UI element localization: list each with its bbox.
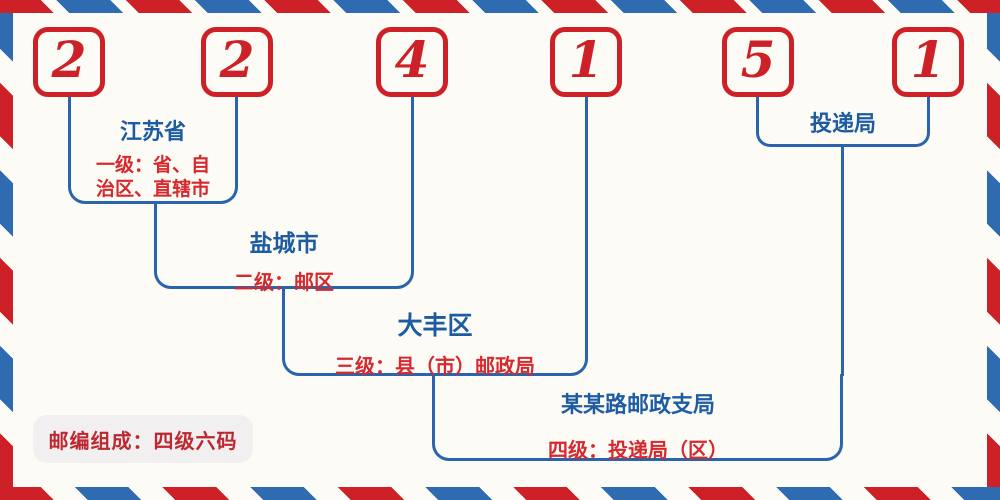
drop-line-digit3 [411, 97, 414, 204]
airmail-border-top [0, 0, 1000, 13]
postal-digit-5: 5 [740, 30, 776, 89]
label-level4-name: 某某路邮政支局 [560, 392, 715, 417]
label-level4-desc: 四级：投递局（区） [548, 440, 728, 462]
postal-digit-2: 2 [219, 30, 255, 89]
label-level1-name: 江苏省 [119, 119, 187, 144]
label-level2-name: 盐城市 [249, 230, 319, 256]
label-level3-name: 大丰区 [397, 312, 473, 340]
digit-box-1: 2 [33, 27, 105, 97]
airmail-border-bottom [0, 487, 1000, 500]
label-level1: 江苏省 一级：省、自 治区、直辖市 [96, 114, 210, 202]
label-level2-desc: 二级：邮区 [234, 272, 334, 294]
drop-line-digit4 [585, 97, 588, 289]
label-level1-desc-line2: 治区、直辖市 [95, 179, 211, 200]
digit-box-2: 2 [201, 27, 273, 97]
label-delivery-name: 投递局 [809, 111, 877, 136]
airmail-border-left [0, 13, 13, 487]
postal-digit-1: 2 [51, 30, 87, 89]
footer-note: 邮编组成：四级六码 [48, 430, 238, 453]
drop-line-delivery [841, 145, 844, 376]
digit-box-3: 4 [376, 27, 448, 97]
postal-digit-3: 4 [394, 30, 430, 89]
digit-box-4: 1 [550, 27, 622, 97]
label-delivery: 投递局 [810, 106, 876, 138]
footer-badge: 邮编组成：四级六码 [33, 415, 253, 463]
airmail-border-right [987, 13, 1000, 487]
label-level1-desc-line1: 一级：省、自 [95, 155, 211, 176]
label-level3: 大丰区 三级：县（市）邮政局 [335, 306, 535, 379]
postal-digit-6: 1 [910, 30, 946, 89]
bracket-level4 [432, 374, 843, 461]
postal-digit-4: 1 [568, 30, 604, 89]
label-level2: 盐城市 二级：邮区 [234, 224, 334, 295]
label-level3-desc: 三级：县（市）邮政局 [335, 356, 535, 378]
digit-box-6: 1 [892, 27, 964, 97]
label-level4: 某某路邮政支局 四级：投递局（区） [548, 387, 728, 463]
digit-box-5: 5 [722, 27, 794, 97]
bracket-level1 [68, 97, 238, 204]
